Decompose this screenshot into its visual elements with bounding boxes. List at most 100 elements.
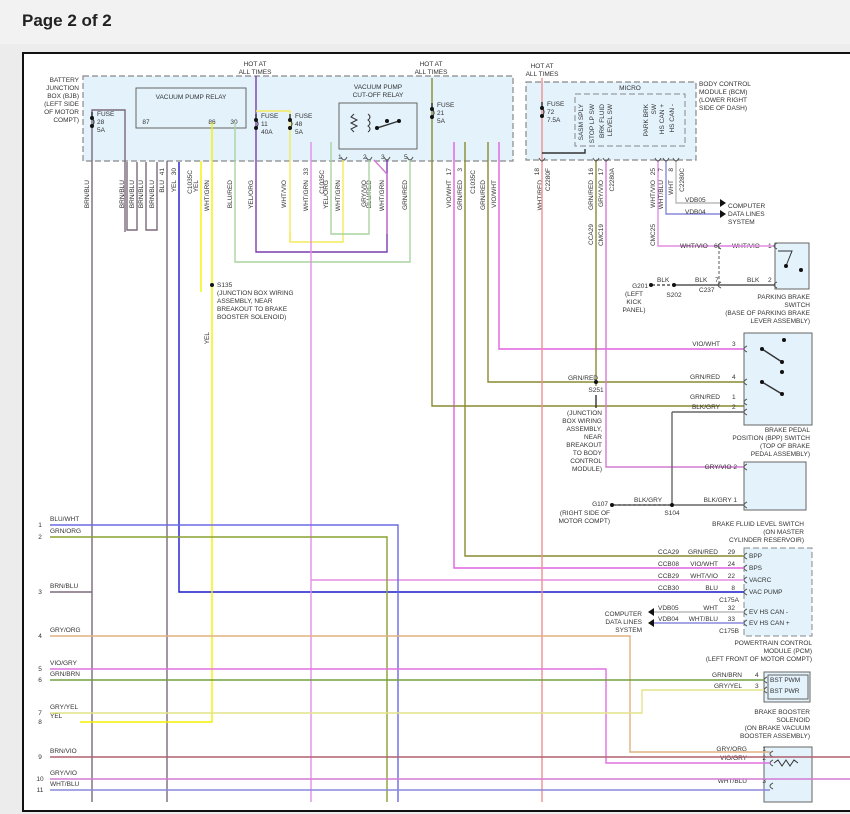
pcm-label: (LEFT FRONT OF MOTOR COMPT) xyxy=(706,656,812,663)
switch-contact xyxy=(784,264,788,268)
wire-color-label: BLU/RED xyxy=(227,180,234,208)
wire-color-label: WHT/GRN xyxy=(335,180,342,211)
relay-pin: 87 xyxy=(142,119,150,126)
bcm-input-label: PARK BRK xyxy=(643,103,650,136)
fluid-switch-label: CYLINDER RESERVOIR) xyxy=(729,537,804,544)
splice-label: S251 xyxy=(588,387,604,394)
page-title: Page 2 of 2 xyxy=(22,11,112,30)
arrow-icon xyxy=(648,619,654,627)
pin-number: 22 xyxy=(728,573,736,580)
wire-color-label: GRN/RED xyxy=(688,549,718,556)
bjb-label: BATTERY xyxy=(50,77,80,84)
pin-number: 4 xyxy=(732,374,736,381)
wire-color-label: GRY/VIO xyxy=(598,180,605,207)
bpp-label: (TOP OF BRAKE xyxy=(760,443,811,450)
wire-wht-bcm xyxy=(675,160,720,204)
connector-pin-number: 9 xyxy=(38,754,42,761)
wire-color-label: VIO/WHT xyxy=(692,341,720,348)
ground-label: G107 xyxy=(592,501,608,508)
connector-label: C1035C xyxy=(470,170,477,194)
circuit-label: CMC19 xyxy=(598,224,605,246)
wire-color-label: VIO/WHT xyxy=(690,561,718,568)
circuit-label: VDB04 xyxy=(685,209,706,216)
wire-color-label: WHT/BLU xyxy=(718,778,748,785)
splice-description: BREAKOUT xyxy=(566,442,602,449)
bcm-label: BODY CONTROL xyxy=(699,81,751,88)
wire-color-label: WHT/BLU xyxy=(50,781,80,788)
fuse-terminal xyxy=(430,115,434,119)
wire-color-label: YEL xyxy=(193,180,200,193)
pin-number: 3 xyxy=(732,341,736,348)
relay-switch xyxy=(376,120,400,129)
wire-color-label: WHT/VIO xyxy=(680,243,708,250)
parking-brake-switch xyxy=(774,242,810,290)
connector-pin-number: 6 xyxy=(38,677,42,684)
wire-gry-yel xyxy=(50,689,764,714)
ground-label: G201 xyxy=(632,283,648,290)
ground-description: MOTOR COMPT) xyxy=(558,518,610,525)
wire-color-label: GRN/RED xyxy=(568,375,598,382)
wire-blu-vacpump xyxy=(178,162,602,593)
pin-number: 32 xyxy=(728,605,736,612)
connector-pin-number: 1 xyxy=(38,522,42,529)
bcm-input-label: HS CAN - xyxy=(669,104,676,133)
ground-description: (RIGHT SIDE OF xyxy=(560,510,610,517)
bjb-label: COMPT) xyxy=(53,117,79,124)
bcm-input-label: LEVEL SW xyxy=(607,103,614,136)
wire-vio-gry xyxy=(50,668,770,764)
wire-gry-vio-bcm xyxy=(605,160,744,468)
relay-pin: 1 xyxy=(338,154,342,161)
booster-label: BOOSTER ASSEMBLY) xyxy=(740,733,810,740)
pin-connector xyxy=(743,345,748,353)
fuse-terminal xyxy=(254,126,258,130)
ground-description: (LEFT xyxy=(625,291,643,298)
wire-grn-red-bpp1 xyxy=(431,402,744,407)
wire-color-label: WHT/BLU xyxy=(658,180,665,210)
pcm-label: POWERTRAIN CONTROL xyxy=(734,640,812,647)
brake-booster-solenoid xyxy=(763,671,811,703)
pin-number: 29 xyxy=(728,549,736,556)
wire-color-label: BLU/WHT xyxy=(50,516,79,523)
fuse-terminal xyxy=(540,106,544,110)
body-control-module xyxy=(525,81,697,161)
fuse-terminal xyxy=(90,124,94,128)
fuse-48-num: 48 xyxy=(295,121,303,128)
connector-pin-number: 8 xyxy=(38,719,42,726)
switch-contact xyxy=(782,338,786,342)
wire-gry-org xyxy=(50,635,770,753)
relay-pin: 30 xyxy=(230,119,238,126)
splice-s251 xyxy=(594,380,598,384)
fuse-terminal xyxy=(540,114,544,118)
wire-color-label: GRY/VIO xyxy=(361,180,368,207)
wire-blu-wht xyxy=(50,524,399,802)
bpp-label: BRAKE PEDAL xyxy=(765,427,811,434)
wire-color-label: YEL xyxy=(204,332,211,345)
bjb-label: JUNCTION xyxy=(46,85,79,92)
vacuum-pump-cutoff-relay xyxy=(338,102,418,150)
fuse-11-label: FUSE xyxy=(261,113,279,120)
wire-color-label: GRY/ORG xyxy=(50,627,81,634)
wire-color-label: GRN/RED xyxy=(690,394,720,401)
switch-contact xyxy=(780,392,784,396)
arrow-icon xyxy=(720,199,726,207)
ground-description: PANEL) xyxy=(623,307,646,314)
pin-number: 3 xyxy=(755,683,759,690)
pin-number: 16 xyxy=(588,168,595,176)
fuse-28-amp: 5A xyxy=(97,127,106,134)
brake-fluid-level-switch xyxy=(743,461,807,511)
circuit-label: VDB05 xyxy=(658,605,679,612)
fluid-switch-label: BRAKE FLUID LEVEL SWITCH xyxy=(712,521,804,528)
pin-connector xyxy=(769,782,774,790)
relay-title: CUT-OFF RELAY xyxy=(353,92,404,99)
wire-color-label: GRN/RED xyxy=(588,180,595,210)
pcm-function: BPP xyxy=(749,553,762,560)
wire-color-label: VIO/WHT xyxy=(446,180,453,208)
wire-color-label: BRN/BLU xyxy=(138,180,145,208)
splice-description: BREAKOUT TO BRAKE xyxy=(217,306,288,313)
booster-function: BST PWR xyxy=(770,688,800,695)
splice-description: TO BODY xyxy=(573,450,603,457)
pin-number: 8 xyxy=(731,585,735,592)
pin-number: 7 xyxy=(715,277,719,284)
wire-color-label: GRN/RED xyxy=(457,180,464,210)
